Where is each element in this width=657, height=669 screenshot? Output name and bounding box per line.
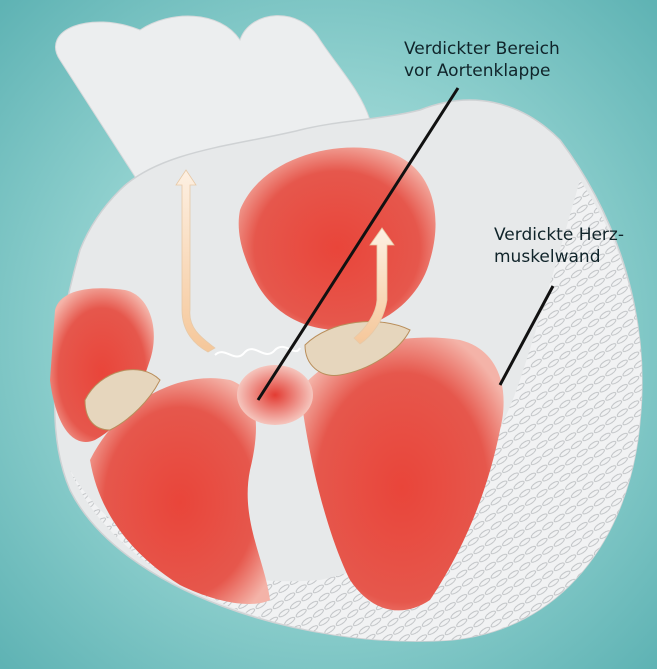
label-thickened-wall-line2: muskelwand xyxy=(494,246,624,268)
label-thickened-wall: Verdickte Herz- muskelwand xyxy=(494,224,624,268)
label-aortic-thickening-line2: vor Aortenklappe xyxy=(404,60,560,82)
label-aortic-thickening-line1: Verdickter Bereich xyxy=(404,38,560,60)
label-thickened-wall-line1: Verdickte Herz- xyxy=(494,224,624,246)
label-aortic-thickening: Verdickter Bereich vor Aortenklappe xyxy=(404,38,560,82)
